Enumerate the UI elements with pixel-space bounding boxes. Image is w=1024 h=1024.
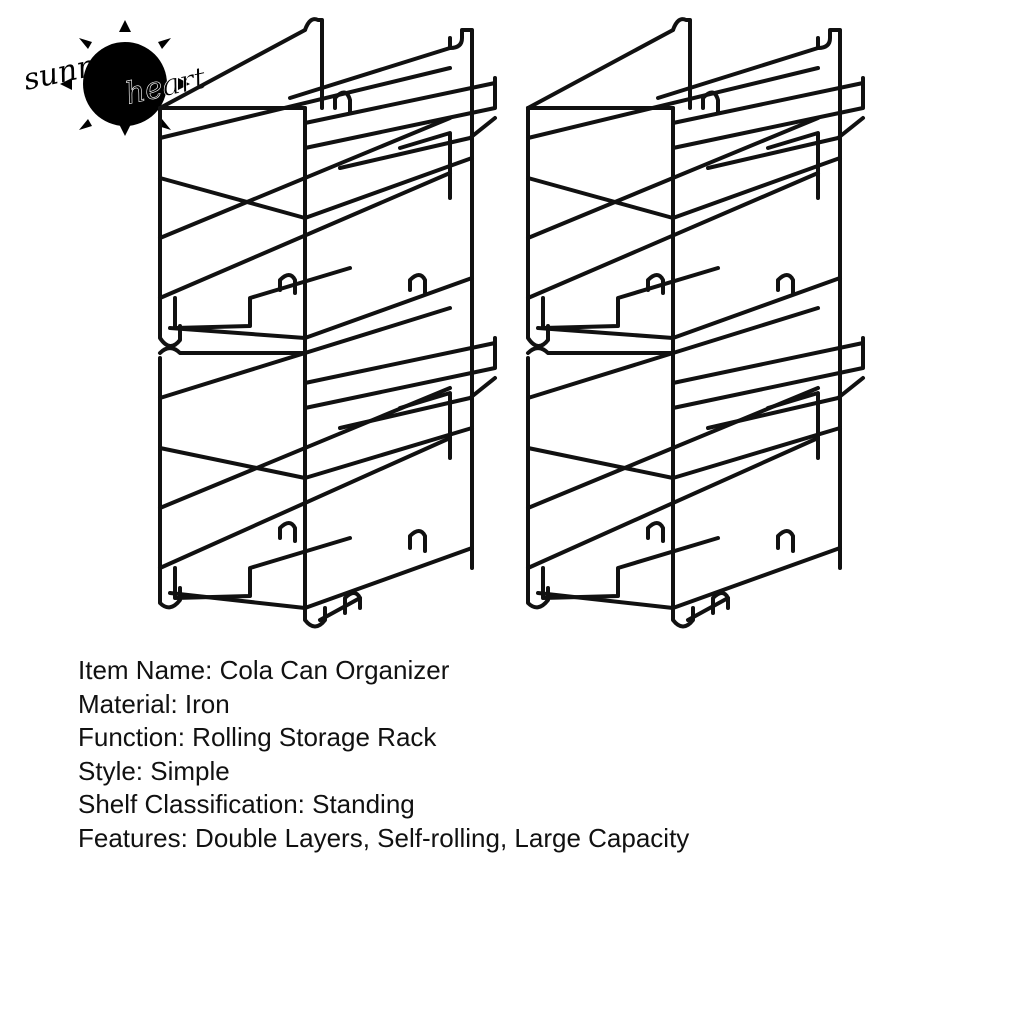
- rack-lower-rail-1: [158, 426, 474, 480]
- rack-upper-stop: [398, 131, 452, 200]
- rack-mid-bar: [526, 346, 675, 355]
- rack-upper-rail-1: [526, 156, 842, 220]
- rack-upper-tray-lip: [541, 266, 720, 330]
- sun-icon: [60, 20, 190, 136]
- rack-mid-bar: [158, 346, 307, 355]
- spec-shelf-classification: Shelf Classification: Standing: [78, 789, 415, 819]
- rack-front-bottom-foot: [686, 596, 730, 622]
- rack-upper-rail-1: [158, 156, 474, 220]
- rack-lower-rail-6: [303, 341, 497, 385]
- rack-front-lower-right-post: [671, 351, 695, 629]
- rack-upper-rail-2: [158, 116, 452, 240]
- rack-mid-hook-right: [776, 273, 795, 295]
- rack-upper-rail-4: [168, 276, 474, 340]
- rack-upper-rail-3: [158, 171, 452, 300]
- rack-upper-rail-7: [338, 116, 497, 170]
- rack-lower-rail-6: [671, 341, 865, 385]
- rack-bottom-hook: [711, 591, 730, 615]
- rack-lower-hook-right: [408, 529, 427, 553]
- product-specs: Item Name: Cola Can Organizer Material: …: [78, 654, 978, 855]
- rack-lower-rail-5: [671, 336, 865, 410]
- spec-material: Material: Iron: [78, 688, 230, 719]
- rack-back-top-bar: [288, 46, 452, 100]
- rack-lower-hook-right: [776, 529, 795, 553]
- rack-front-lower-right-post: [303, 351, 327, 629]
- spec-style: Style: Simple: [78, 755, 230, 786]
- rack-lower-hook-left: [278, 521, 297, 543]
- rack-lower-rail-3: [526, 436, 820, 570]
- rack-upper-rail-5: [671, 76, 865, 150]
- rack-upper-rail-7: [706, 116, 865, 170]
- spec-function: Function: Rolling Storage Rack: [78, 722, 437, 752]
- spec-item-name: Item Name: Cola Can Organizer: [78, 655, 450, 685]
- rack-lower-hook-left: [646, 521, 665, 543]
- rack-lower-rail-7: [706, 376, 865, 430]
- rack-upper-rail-5: [303, 76, 497, 150]
- rack-bottom-hook: [343, 591, 362, 615]
- rack-lower-tray-lip: [173, 536, 352, 600]
- rack-lower-rail-1: [526, 426, 842, 480]
- rack-mid-hook-left: [646, 273, 665, 295]
- rack-front-top-diagonal: [158, 28, 307, 110]
- rack-front-bottom-foot: [318, 596, 362, 622]
- rack-front-hook: [303, 17, 324, 110]
- rack-mid-hook-left: [278, 273, 297, 295]
- rack-lower-rail-4: [536, 546, 842, 610]
- spec-features: Features: Double Layers, Self-rolling, L…: [78, 822, 690, 853]
- rack-upper-rail-6: [303, 81, 497, 125]
- rack-upper-tray-lip: [173, 266, 352, 330]
- rack-upper-rail-4: [536, 276, 842, 340]
- rack-front-lower-left-post: [526, 356, 550, 610]
- rack-lower-rail-4: [168, 546, 474, 610]
- rack-upper-rail-6: [671, 81, 865, 125]
- rack-upper-rail-3: [526, 171, 820, 300]
- rack-lower-rail-3: [158, 436, 452, 570]
- rack-lower-rail-5: [303, 336, 497, 410]
- rack-front-hook: [671, 17, 692, 110]
- rack-back-top-bar: [656, 46, 820, 100]
- rack-front-top-diagonal: [526, 28, 675, 110]
- rack-lower-stop: [398, 391, 452, 460]
- rack-upper-stop: [766, 131, 820, 200]
- rack-image-right: [526, 17, 865, 629]
- rack-lower-stop: [766, 391, 820, 460]
- rack-upper-rail-2: [526, 116, 820, 240]
- rack-upper-rail-0: [526, 66, 820, 140]
- rack-lower-rail-7: [338, 376, 497, 430]
- rack-image-left: [158, 17, 497, 629]
- rack-upper-rail-0: [158, 66, 452, 140]
- rack-front-lower-left-post: [158, 356, 182, 610]
- rack-lower-tray-lip: [541, 536, 720, 600]
- rack-mid-hook-right: [408, 273, 427, 295]
